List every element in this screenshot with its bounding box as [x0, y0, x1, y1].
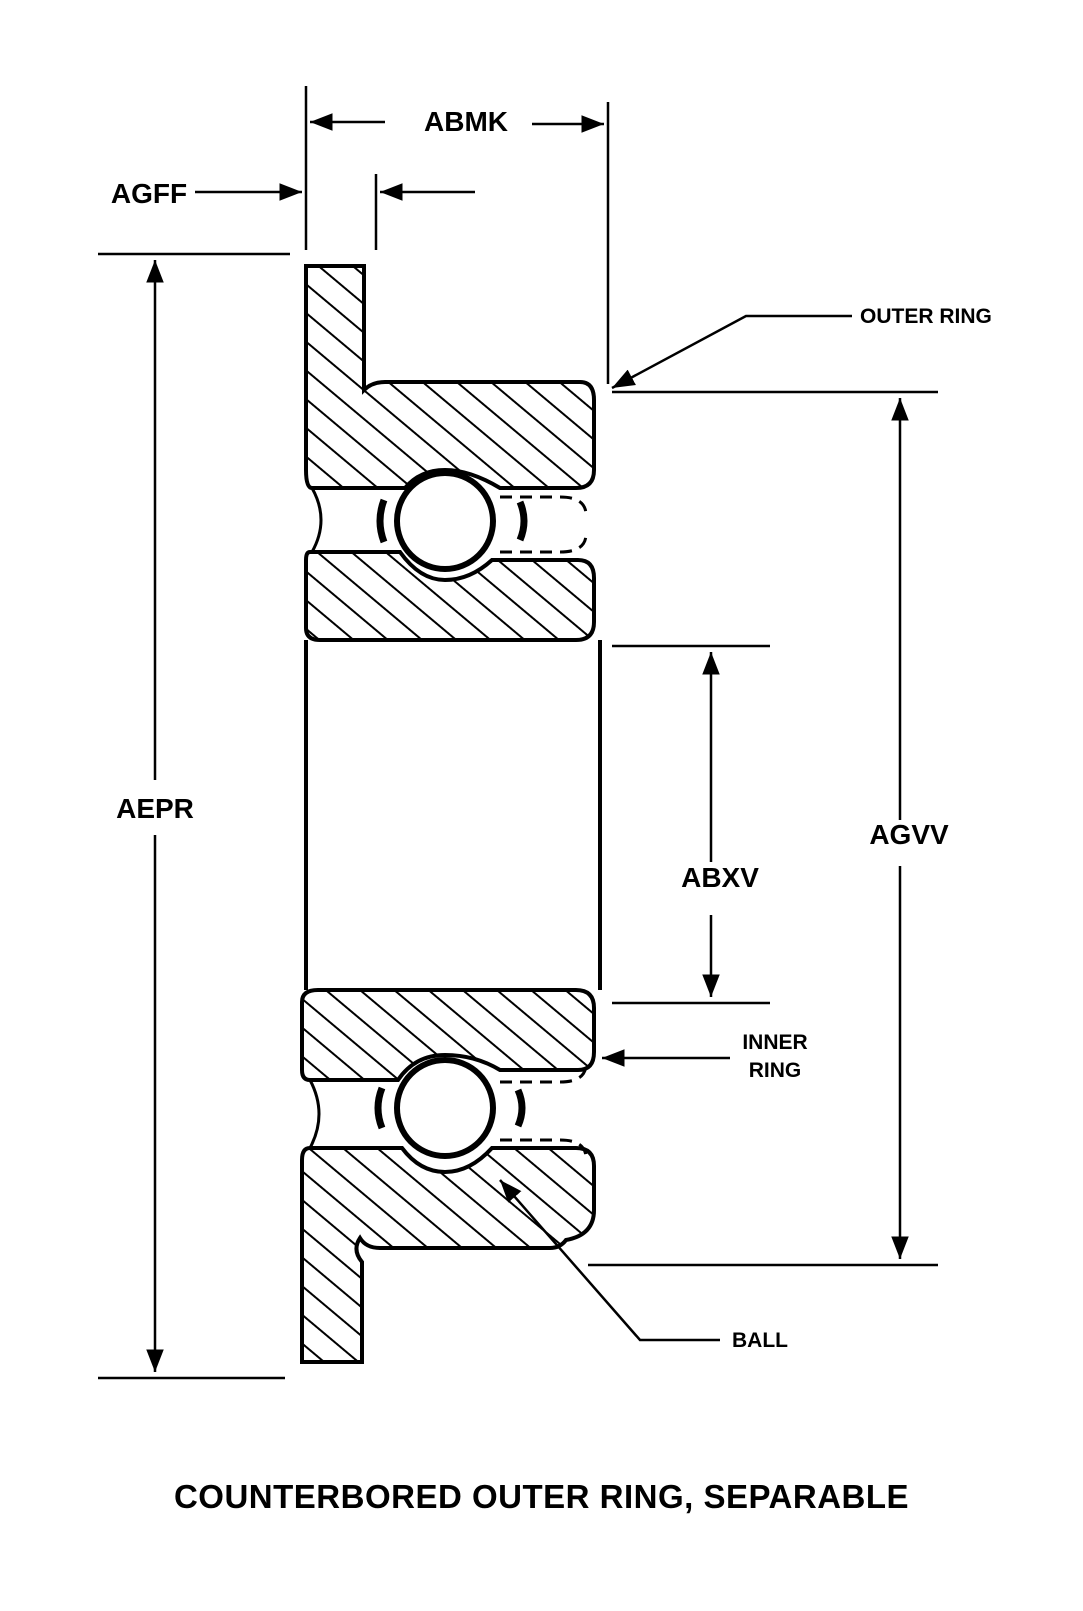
outer-ring-bottom-section — [300, 1146, 596, 1364]
top-cage-left — [376, 498, 388, 544]
top-gap-line — [310, 487, 323, 553]
inner-ring-callout-line1: INNER — [742, 1031, 807, 1054]
bottom-cage-right — [514, 1088, 526, 1128]
ball-callout: BALL — [732, 1329, 788, 1352]
aepr-label: AEPR — [116, 793, 194, 824]
outer-ring-top-section — [304, 264, 596, 490]
diagram-title: COUNTERBORED OUTER RING, SEPARABLE — [173, 1478, 910, 1515]
inner-ring-bottom-section — [300, 988, 596, 1082]
outer-ring-callout: OUTER RING — [860, 305, 992, 328]
dimension-lines — [98, 86, 938, 1380]
abxv-label: ABXV — [681, 862, 759, 893]
outer-ring-leader — [611, 314, 852, 390]
inner-ring-top-section — [304, 550, 596, 642]
top-ball — [394, 470, 496, 572]
inner-ring-callout-line2: RING — [749, 1059, 802, 1082]
bottom-gap-line — [308, 1079, 321, 1149]
top-shield-dash-2 — [500, 533, 588, 554]
bottom-cage-left — [374, 1086, 386, 1130]
top-cage-right — [516, 500, 528, 542]
bearing-section — [300, 264, 602, 1364]
abmk-label: ABMK — [424, 106, 508, 137]
agvv-label: AGVV — [869, 819, 949, 850]
agff-label: AGFF — [111, 178, 187, 209]
ball-leader — [499, 1179, 720, 1342]
bottom-ball — [394, 1057, 496, 1159]
bottom-shield-dash-2 — [500, 1138, 588, 1159]
bottom-shield-dash-1 — [500, 1063, 588, 1084]
top-shield-dash-1 — [500, 495, 588, 516]
